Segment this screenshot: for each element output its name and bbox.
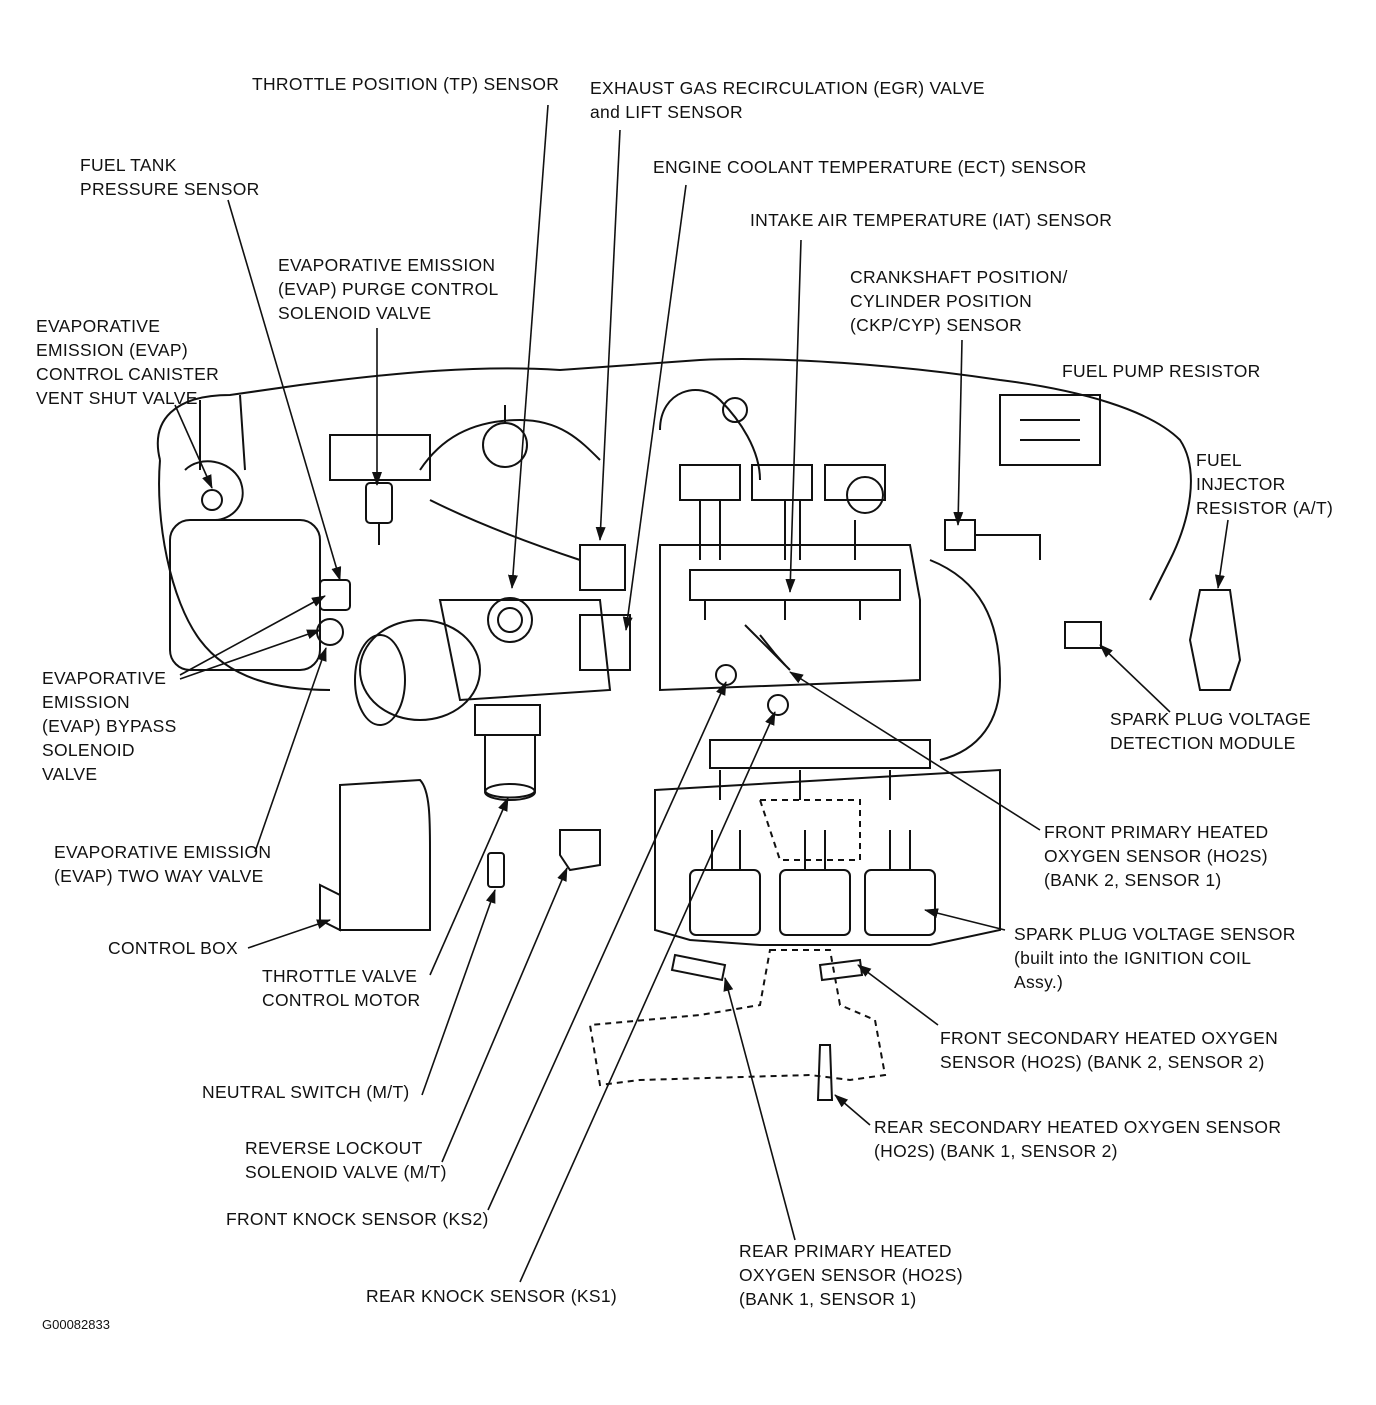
label-front-knock-sensor: FRONT KNOCK SENSOR (KS2)	[226, 1209, 489, 1229]
label-egr-valve: EXHAUST GAS RECIRCULATION (EGR) VALVE an…	[590, 78, 985, 122]
label-ect-sensor: ENGINE COOLANT TEMPERATURE (ECT) SENSOR	[653, 157, 1087, 177]
label-fuel-pump-resistor: FUEL PUMP RESISTOR	[1062, 361, 1261, 381]
label-reverse-lockout-valve: REVERSE LOCKOUT SOLENOID VALVE (M/T)	[245, 1138, 447, 1182]
label-ckp-cyp-sensor: CRANKSHAFT POSITION/ CYLINDER POSITION (…	[850, 267, 1068, 335]
label-rear-primary-ho2s: REAR PRIMARY HEATED OXYGEN SENSOR (HO2S)…	[739, 1241, 963, 1309]
label-fuel-injector-resistor: FUEL INJECTOR RESISTOR (A/T)	[1196, 450, 1334, 518]
label-iat-sensor: INTAKE AIR TEMPERATURE (IAT) SENSOR	[750, 210, 1113, 230]
label-evap-two-way-valve: EVAPORATIVE EMISSION (EVAP) TWO WAY VALV…	[54, 842, 272, 886]
figure-id: G00082833	[42, 1317, 110, 1332]
label-evap-vent-shut-valve: EVAPORATIVE EMISSION (EVAP) CONTROL CANI…	[36, 316, 220, 408]
label-spark-plug-voltage-sensor: SPARK PLUG VOLTAGE SENSOR (built into th…	[1014, 924, 1296, 992]
label-throttle-valve-control-motor: THROTTLE VALVE CONTROL MOTOR	[262, 966, 421, 1010]
label-tp-sensor: THROTTLE POSITION (TP) SENSOR	[252, 74, 560, 94]
label-front-secondary-ho2s: FRONT SECONDARY HEATED OXYGEN SENSOR (HO…	[940, 1028, 1279, 1072]
label-rear-knock-sensor: REAR KNOCK SENSOR (KS1)	[366, 1286, 617, 1306]
label-evap-bypass-valve: EVAPORATIVE EMISSION (EVAP) BYPASS SOLEN…	[42, 668, 177, 784]
leader-lines	[174, 104, 1229, 1283]
label-neutral-switch: NEUTRAL SWITCH (M/T)	[202, 1082, 410, 1102]
label-spark-plug-voltage-module: SPARK PLUG VOLTAGE DETECTION MODULE	[1110, 709, 1311, 753]
label-rear-secondary-ho2s: REAR SECONDARY HEATED OXYGEN SENSOR (HO2…	[874, 1117, 1282, 1161]
label-control-box: CONTROL BOX	[108, 938, 239, 958]
exhaust-outline	[588, 799, 887, 1087]
label-fuel-tank-pressure-sensor: FUEL TANK PRESSURE SENSOR	[80, 155, 260, 199]
label-evap-purge-valve: EVAPORATIVE EMISSION (EVAP) PURGE CONTRO…	[278, 255, 499, 323]
label-front-primary-ho2s: FRONT PRIMARY HEATED OXYGEN SENSOR (HO2S…	[1044, 822, 1269, 890]
